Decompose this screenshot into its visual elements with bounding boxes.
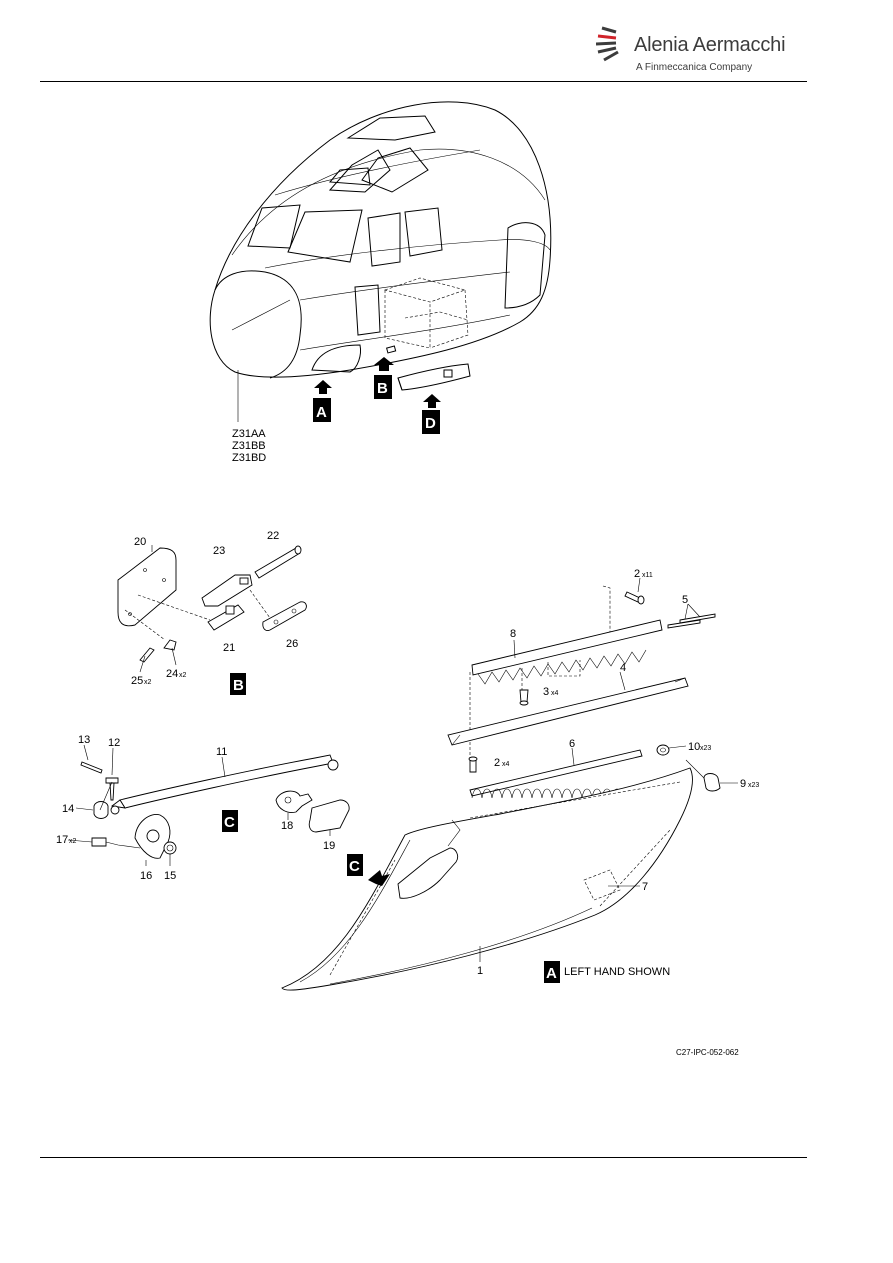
callout: 4 [620,662,626,674]
view-label-c: C [222,810,238,832]
view-letter: B [233,677,244,694]
callout: 18 [281,820,293,832]
view-letter: C [349,858,360,875]
detail-b-drawing [117,545,307,673]
view-pointer-c: C [347,854,390,886]
figure-reference: C27-IPC-052-062 [676,1048,739,1057]
callout: 1 [477,965,483,977]
callout-qty: x4 [551,690,559,697]
brand-tagline: A Finmeccanica Company [636,62,753,73]
callout: 21 [223,642,235,654]
callout: 3 [543,686,549,698]
callout: 12 [108,737,120,749]
callout: 10 [688,741,700,753]
brand-logo: Alenia Aermacchi A Finmeccanica Company [596,24,796,82]
callout: 17 [56,834,68,846]
callout: 8 [510,628,516,640]
callout: 6 [569,738,575,750]
header-rule [40,81,807,82]
detail-a-drawing [281,577,738,991]
zone-code: Z31BB [232,440,266,452]
callout: 7 [642,881,648,893]
callout: 20 [134,536,146,548]
callout: 16 [140,870,152,882]
nose-section-drawing [209,101,552,422]
footer-rule [40,1157,807,1158]
callout: 19 [323,840,335,852]
callout: 22 [267,530,279,542]
view-label-b: B [230,673,246,695]
callout: 24 [166,668,178,680]
callout: 23 [213,545,225,557]
view-caption: LEFT HAND SHOWN [564,966,670,978]
view-letter: A [316,404,327,421]
callout: 25 [131,675,143,687]
callout-qty: x11 [642,572,653,579]
zone-code: Z31BD [232,452,266,464]
callout: 26 [286,638,298,650]
callout: 2 [634,568,640,580]
view-label-a: A LEFT HAND SHOWN [544,961,670,983]
view-arrow-b: B [374,357,394,399]
callout-qty: x2 [144,679,152,686]
callout: 2 [494,757,500,769]
swoosh-logo-icon [596,26,619,62]
zone-code: Z31AA [232,428,266,440]
callout: 5 [682,594,688,606]
detail-c-drawing [67,744,350,866]
callout: 9 [740,778,746,790]
view-arrow-d: D [422,394,441,434]
callout-qty: x2 [69,838,77,845]
view-letter: B [377,380,388,397]
view-letter: C [224,814,235,831]
callout-qty: x23 [748,782,759,789]
callout-qty: x23 [700,745,711,752]
view-letter: D [425,415,436,432]
callout-qty: x2 [179,672,187,679]
callout-qty: x4 [502,761,510,768]
callout: 14 [62,803,74,815]
view-letter: A [546,965,557,982]
brand-name: Alenia Aermacchi [634,34,786,56]
callout: 13 [78,734,90,746]
callout: 15 [164,870,176,882]
callout: 11 [216,746,227,758]
view-arrow-a: A [313,380,332,422]
